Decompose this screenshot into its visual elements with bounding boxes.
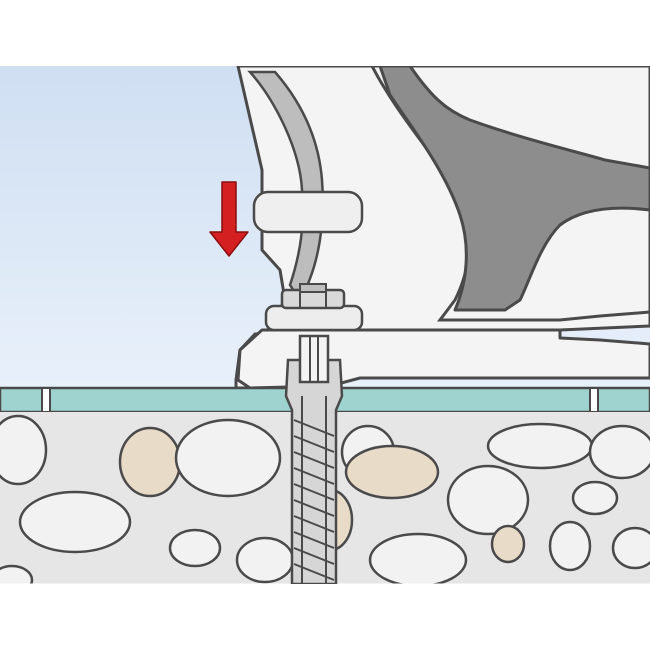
stone: [588, 424, 650, 480]
toilet-trap-shape: [378, 64, 650, 312]
cover-cap: [252, 190, 364, 234]
washer: [264, 304, 364, 332]
stone: [118, 426, 182, 498]
wall-plug: [284, 358, 344, 586]
stone: [235, 536, 295, 584]
stone: [0, 564, 34, 584]
stone: [611, 526, 650, 570]
arrow-down-icon: [209, 181, 249, 257]
stone: [446, 464, 530, 536]
stone: [18, 490, 132, 554]
stone: [0, 414, 48, 486]
stone: [571, 480, 619, 516]
stone: [174, 418, 282, 498]
stone: [490, 524, 526, 564]
screw: [298, 334, 330, 384]
stone: [486, 422, 594, 470]
stone: [344, 444, 440, 500]
stone: [368, 532, 468, 584]
stone: [548, 520, 592, 572]
nut: [280, 283, 346, 310]
stone: [168, 528, 222, 568]
